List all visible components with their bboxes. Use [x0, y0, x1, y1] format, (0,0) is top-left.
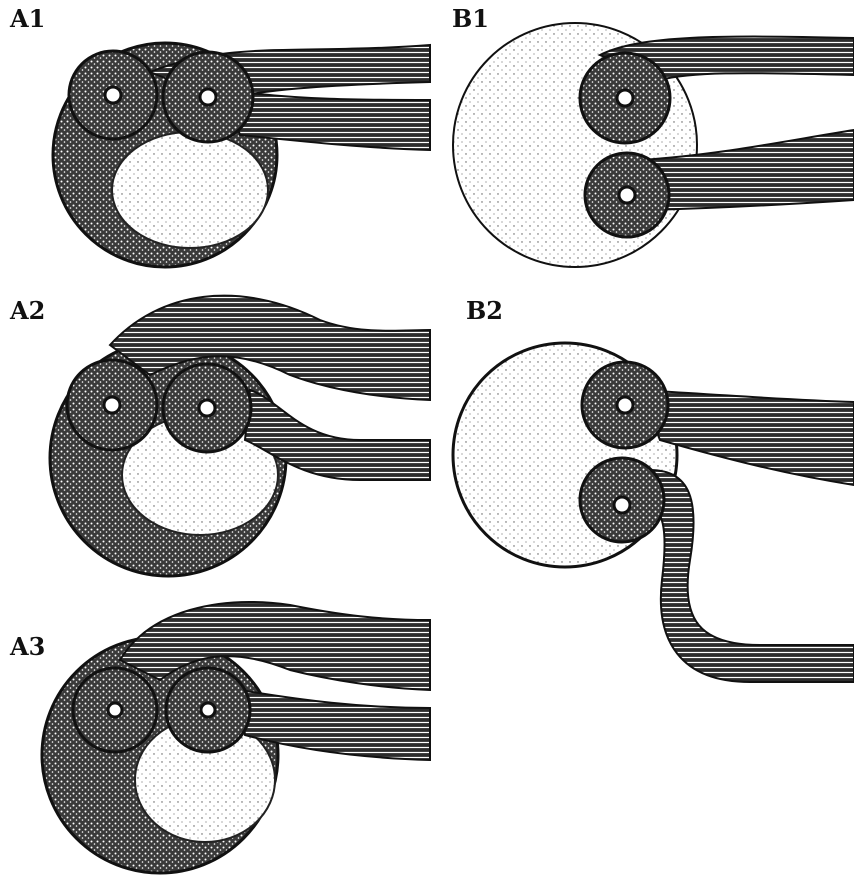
- panel-label-a3: A3: [10, 632, 45, 661]
- panel-b1: [453, 23, 854, 267]
- a3-right-core: [201, 703, 215, 717]
- b1-lower-core: [619, 187, 635, 203]
- a1-right-core: [200, 89, 216, 105]
- b2-lower-core: [614, 497, 630, 513]
- b1-upper-core: [617, 90, 633, 106]
- a1-lumen: [112, 132, 268, 248]
- panel-label-b2: B2: [466, 296, 503, 325]
- panel-a2: [50, 296, 430, 576]
- a2-left-core: [104, 397, 120, 413]
- a3-left-core: [108, 703, 122, 717]
- panel-label-a2: A2: [10, 296, 45, 325]
- panel-a1: [53, 43, 430, 267]
- a1-left-core: [105, 87, 121, 103]
- panel-b2: [453, 343, 854, 682]
- a2-right-core: [199, 400, 215, 416]
- panel-label-a1: A1: [10, 4, 45, 33]
- panel-a3: [42, 602, 430, 873]
- b2-upper-core: [617, 397, 633, 413]
- b2-lower-stalk: [640, 470, 854, 682]
- panel-label-b1: B1: [452, 4, 489, 33]
